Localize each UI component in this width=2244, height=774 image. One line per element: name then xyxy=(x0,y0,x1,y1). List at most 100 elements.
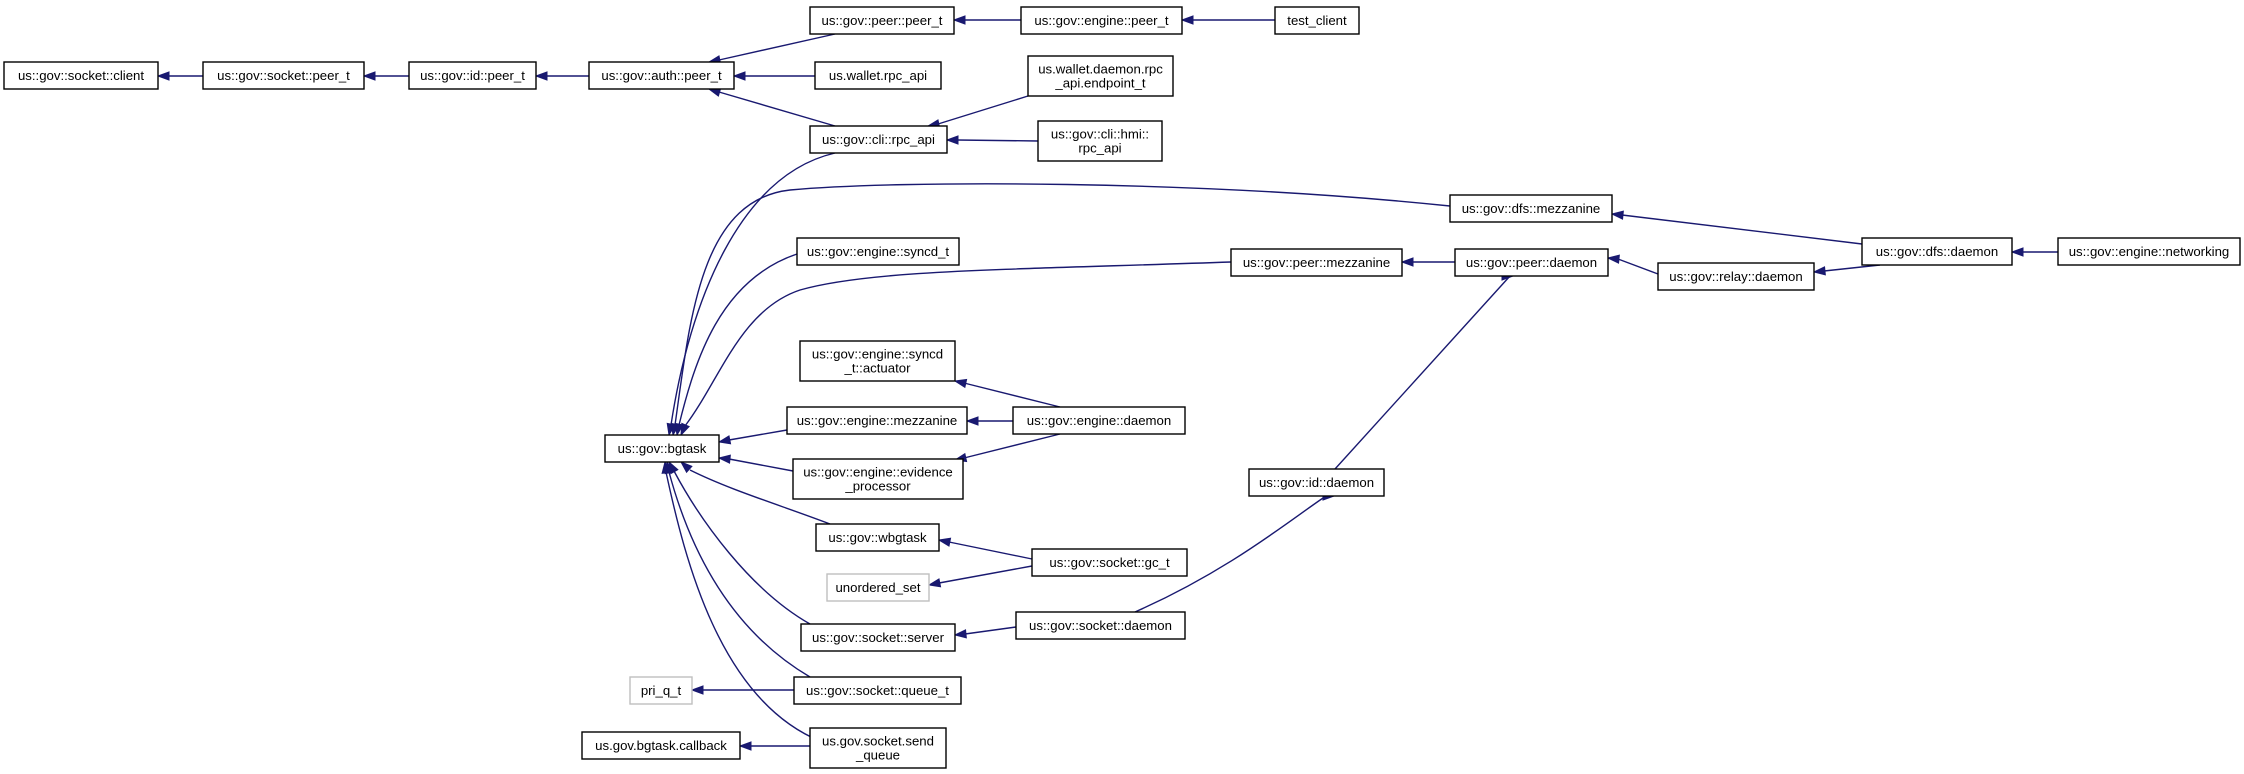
edge-line xyxy=(948,541,1033,560)
class-node-wallet-daemon-rpc[interactable]: us.wallet.daemon.rpc_api.endpoint_t xyxy=(1027,55,1174,97)
node-label: us.wallet.daemon.rpc xyxy=(1038,62,1163,77)
class-node-peer-mezzanine[interactable]: us::gov::peer::mezzanine xyxy=(1230,248,1403,277)
node-label: us::gov::socket::queue_t xyxy=(806,683,949,698)
edge-line xyxy=(938,565,1033,584)
edge-dfs-daemon-to-dfs-mezzanine xyxy=(1610,210,1863,245)
node-label: us::gov::dfs::mezzanine xyxy=(1462,201,1601,216)
edge-evidence-processor-to-bgtask xyxy=(717,454,794,472)
node-label: us::gov::dfs::daemon xyxy=(1876,244,1998,259)
edge-pri-q-t-to-socket-queue-t xyxy=(690,685,794,695)
class-node-engine-peer-t[interactable]: us::gov::engine::peer_t xyxy=(1020,6,1183,35)
edge-line xyxy=(1621,214,1863,245)
node-label: us::gov::peer::peer_t xyxy=(822,13,943,28)
edge-line xyxy=(678,253,798,426)
class-node-syncd-actuator[interactable]: us::gov::engine::syncd_t::actuator xyxy=(799,340,956,382)
class-node-socket-server[interactable]: us::gov::socket::server xyxy=(800,623,956,652)
node-box xyxy=(786,406,968,435)
edge-cli-rpc-api-to-auth-peer-t xyxy=(707,87,836,127)
class-node-pri-q-t[interactable]: pri_q_t xyxy=(629,676,693,705)
class-node-socket-client[interactable]: us::gov::socket::client xyxy=(3,61,159,90)
edge-arrowhead xyxy=(953,629,967,639)
node-box xyxy=(1657,262,1815,291)
node-box xyxy=(1274,6,1360,35)
node-label: _api.endpoint_t xyxy=(1054,76,1146,91)
class-node-bgtask[interactable]: us::gov::bgtask xyxy=(604,434,720,463)
class-node-send-queue[interactable]: us.gov.socket.send_queue xyxy=(809,727,947,769)
node-label: us::gov::cli::hmi:: xyxy=(1051,127,1149,142)
class-node-cli-rpc-api[interactable]: us::gov::cli::rpc_api xyxy=(809,125,948,154)
class-node-engine-mezzanine[interactable]: us::gov::engine::mezzanine xyxy=(786,406,968,435)
node-label: us::gov::engine::daemon xyxy=(1027,413,1171,428)
class-node-id-daemon[interactable]: us::gov::id::daemon xyxy=(1248,468,1385,497)
class-node-relay-daemon[interactable]: us::gov::relay::daemon xyxy=(1657,262,1815,291)
class-node-cli-hmi[interactable]: us::gov::cli::hmi::rpc_api xyxy=(1037,120,1163,162)
class-node-dfs-daemon[interactable]: us::gov::dfs::daemon xyxy=(1861,237,2013,266)
edge-line xyxy=(684,261,1232,427)
class-node-engine-daemon[interactable]: us::gov::engine::daemon xyxy=(1012,406,1186,435)
node-label: unordered_set xyxy=(835,580,920,595)
class-node-socket-queue-t[interactable]: us::gov::socket::queue_t xyxy=(793,676,962,705)
node-box xyxy=(1454,248,1609,277)
class-node-id-peer-t[interactable]: us::gov::id::peer_t xyxy=(408,61,537,90)
node-label: us.gov.socket.send xyxy=(822,734,934,749)
node-label: pri_q_t xyxy=(641,683,682,698)
edge-line xyxy=(689,469,831,525)
class-node-bgtask-callback[interactable]: us.gov.bgtask.callback xyxy=(581,731,741,760)
class-node-peer-daemon[interactable]: us::gov::peer::daemon xyxy=(1454,248,1609,277)
node-box xyxy=(202,61,365,90)
node-box xyxy=(1015,611,1186,640)
node-label: us::gov::cli::rpc_api xyxy=(822,132,935,147)
class-node-engine-networking[interactable]: us::gov::engine::networking xyxy=(2057,237,2241,266)
edge-arrowhead xyxy=(156,71,170,81)
class-node-wbgtask[interactable]: us::gov::wbgtask xyxy=(815,523,940,552)
edge-arrowhead xyxy=(953,378,968,389)
edge-arrowhead xyxy=(952,15,966,25)
edge-socket-server-to-bgtask xyxy=(668,460,811,625)
node-label: _t::actuator xyxy=(844,361,912,376)
node-label: us::gov::relay::daemon xyxy=(1669,269,1802,284)
edge-arrowhead xyxy=(2010,247,2024,257)
class-node-socket-gc-t[interactable]: us::gov::socket::gc_t xyxy=(1031,548,1188,577)
class-node-unordered-set[interactable]: unordered_set xyxy=(826,573,930,602)
class-node-evidence-processor[interactable]: us::gov::engine::evidence_processor xyxy=(792,458,964,500)
edge-line xyxy=(956,139,1039,142)
node-label: us::gov::socket::server xyxy=(812,630,945,645)
edge-line xyxy=(668,471,811,678)
class-node-test-client[interactable]: test_client xyxy=(1274,6,1360,35)
class-node-socket-peer-t[interactable]: us::gov::socket::peer_t xyxy=(202,61,365,90)
edge-arrowhead xyxy=(738,741,752,751)
edge-arrowhead xyxy=(680,422,690,437)
edge-line xyxy=(718,33,836,61)
edge-arrowhead xyxy=(717,435,732,445)
node-box xyxy=(809,125,948,154)
node-box xyxy=(809,6,955,35)
edge-cli-rpc-api-to-bgtask xyxy=(666,152,836,437)
edge-wallet-rpc-api-to-auth-peer-t xyxy=(732,71,815,81)
node-box xyxy=(809,727,947,769)
edge-engine-mezzanine-to-bgtask xyxy=(717,429,788,445)
edge-line xyxy=(937,95,1029,125)
node-label: us::gov::engine::evidence xyxy=(803,465,953,480)
class-node-auth-peer-t[interactable]: us::gov::auth::peer_t xyxy=(588,61,735,90)
edge-line xyxy=(718,91,836,127)
node-box xyxy=(2057,237,2241,266)
class-node-dfs-mezzanine[interactable]: us::gov::dfs::mezzanine xyxy=(1449,194,1613,223)
class-node-engine-syncd-t[interactable]: us::gov::engine::syncd_t xyxy=(796,237,960,266)
class-node-socket-daemon[interactable]: us::gov::socket::daemon xyxy=(1015,611,1186,640)
edge-test-client-to-engine-peer-t xyxy=(1180,15,1275,25)
edge-line xyxy=(728,458,794,472)
edge-arrowhead xyxy=(1400,257,1414,267)
edge-socket-peer-t-to-socket-client xyxy=(156,71,203,81)
class-node-wallet-rpc-api[interactable]: us.wallet.rpc_api xyxy=(814,61,942,90)
edge-dfs-daemon-to-relay-daemon xyxy=(1812,264,1881,276)
edge-line xyxy=(964,626,1017,635)
node-box xyxy=(796,237,960,266)
node-box xyxy=(1248,468,1385,497)
node-label: us::gov::engine::networking xyxy=(2069,244,2230,259)
class-node-peer-peer-t[interactable]: us::gov::peer::peer_t xyxy=(809,6,955,35)
edge-arrowhead xyxy=(965,416,979,426)
node-box xyxy=(814,61,942,90)
edge-line xyxy=(728,429,788,441)
edge-auth-peer-t-to-id-peer-t xyxy=(534,71,589,81)
edge-arrowhead xyxy=(1606,254,1620,264)
